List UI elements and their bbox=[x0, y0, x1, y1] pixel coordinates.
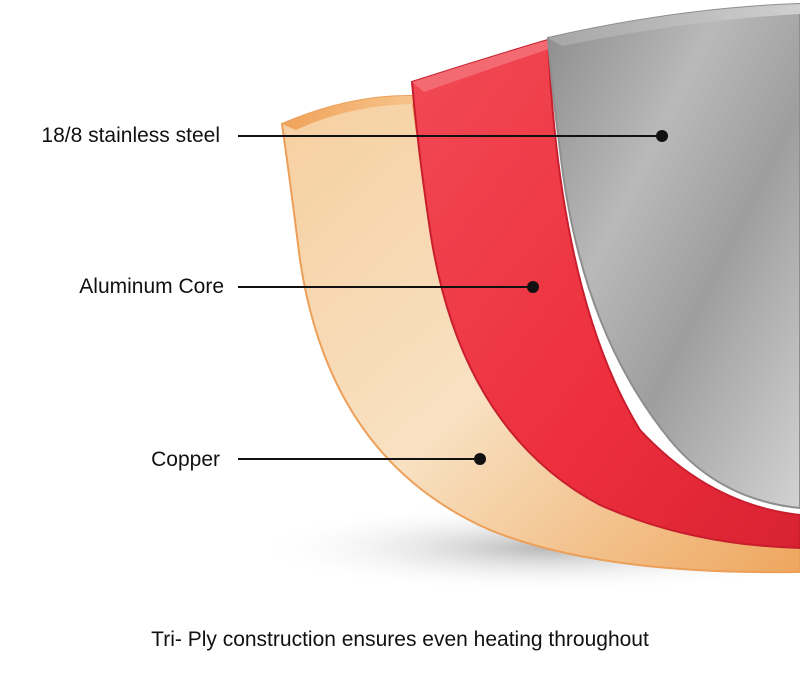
aluminum-core-label: Aluminum Core bbox=[79, 275, 224, 298]
diagram-caption: Tri- Ply construction ensures even heati… bbox=[151, 628, 649, 651]
copper-layer-edge bbox=[282, 95, 418, 130]
copper-label: Copper bbox=[151, 448, 220, 471]
steel-layer-edge bbox=[548, 4, 800, 46]
aluminum-layer bbox=[410, 38, 800, 550]
aluminum-leader-dot bbox=[527, 281, 539, 293]
copper-leader-dot bbox=[474, 453, 486, 465]
stainless-steel-label: 18/8 stainless steel bbox=[41, 124, 220, 147]
aluminum-layer-edge bbox=[412, 40, 552, 92]
steel-leader-dot bbox=[656, 130, 668, 142]
